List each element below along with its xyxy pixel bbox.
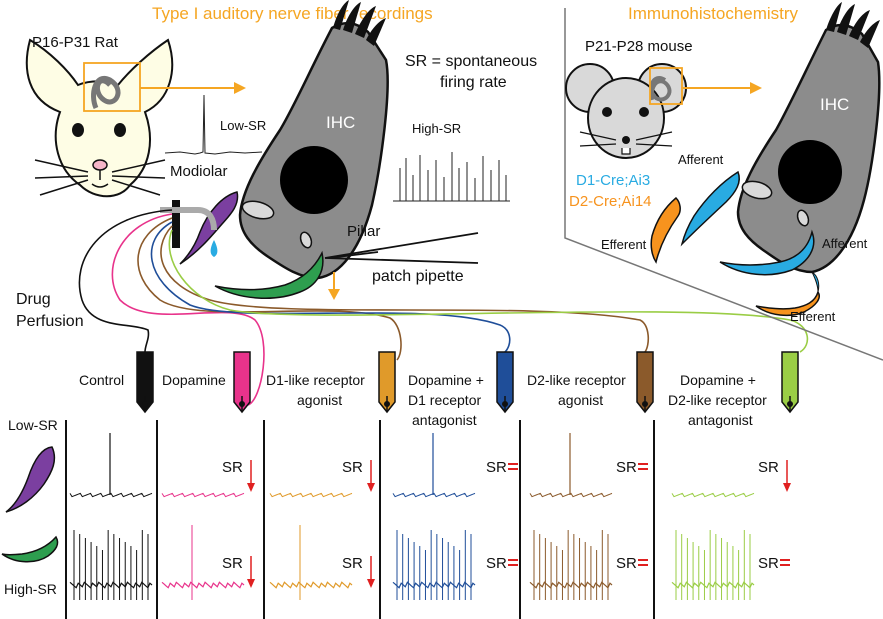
- condition-label-d2-antagonist-line3: antagonist: [688, 412, 753, 428]
- condition-label-d1-antagonist-line1: Dopamine +: [408, 372, 484, 388]
- high-col2-sr-text: SR: [222, 555, 243, 572]
- rat-age-label: P16-P31 Rat: [32, 34, 119, 51]
- syringe-4: [496, 351, 514, 414]
- row-label-high-sr: High-SR: [4, 581, 57, 597]
- drug-perfusion-label-line2: Perfusion: [16, 313, 84, 330]
- mouse-efferent-terminal-1: [650, 196, 681, 264]
- condition-label-d2-antagonist-line2: D2-like receptor: [668, 392, 767, 408]
- high-sr-trace-4: [392, 581, 476, 589]
- mouse-to-cell-arrowhead-icon: [750, 82, 762, 94]
- high-sr-trace-5: [529, 581, 613, 589]
- rat-to-cell-arrowhead-icon: [234, 82, 246, 94]
- syringe-group: [136, 351, 799, 414]
- mouse-afferent-terminal-3: [810, 270, 820, 293]
- trace-group: [69, 433, 755, 600]
- perfusion-drop-icon: [210, 240, 218, 257]
- top-low-sr-label: Low-SR: [220, 118, 266, 133]
- syringe-5: [636, 351, 654, 414]
- high-col2-sr-decrease-arrowhead-icon: [247, 579, 255, 588]
- perfusion-outlet-tube: [160, 207, 217, 231]
- high-sr-trace-6: [671, 581, 755, 589]
- center-ihc-label: IHC: [326, 113, 355, 132]
- low-col6-sr-decrease-arrowhead-icon: [783, 483, 791, 492]
- high-col3-sr-text: SR: [342, 555, 363, 572]
- low-sr-trace-6: [671, 492, 755, 498]
- mouse-efferent-terminal-2: [755, 290, 820, 317]
- condition-label-d2-agonist-line1: D2-like receptor: [527, 372, 626, 388]
- condition-label-dopamine: Dopamine: [162, 372, 226, 388]
- patch-pipette: [324, 232, 479, 264]
- mouse-efferent-label-2: Efferent: [790, 309, 836, 324]
- mouse-panel-border: [564, 8, 883, 361]
- high-sr-trace-2: [161, 581, 245, 589]
- perfusion-manifold: [172, 200, 180, 248]
- mouse-ihc-label: IHC: [820, 95, 849, 114]
- low-sr-trace-2: [161, 492, 245, 498]
- condition-label-d1-agonist-line2: agonist: [297, 392, 342, 408]
- perfusion-lines: [78, 209, 809, 406]
- d1-strain-label: D1-Cre;Ai3: [576, 172, 650, 189]
- high-col4-sr-text: SR: [486, 555, 507, 572]
- low-col6-sr-text: SR: [758, 459, 779, 476]
- low-col2-sr-text: SR: [222, 459, 243, 476]
- low-sr-trace-1: [69, 492, 153, 498]
- low-col3-sr-decrease-arrowhead-icon: [367, 483, 375, 492]
- low-sr-trace-3: [269, 492, 353, 498]
- low-col5-sr-text: SR: [616, 459, 637, 476]
- mouse-efferent-label-1: Efferent: [601, 237, 647, 252]
- row-high-sr-terminal-green: [1, 535, 59, 563]
- syringe-1: [136, 351, 154, 414]
- low-sr-terminal-purple: [179, 191, 239, 265]
- patch-pipette-label: patch pipette: [372, 268, 464, 285]
- high-sr-trace-1: [69, 581, 153, 589]
- syringe-2: [233, 351, 251, 414]
- drug-perfusion-label-line1: Drug: [16, 291, 51, 308]
- sr-indicator-group: SR SR SR SR SR SR SR SR SR SR: [222, 459, 791, 588]
- row-label-low-sr: Low-SR: [8, 417, 58, 433]
- mouse-illustration: [565, 63, 687, 159]
- high-col6-sr-text: SR: [758, 555, 779, 572]
- recordings-title: Type I auditory nerve fiber recordings: [152, 4, 433, 23]
- column-dividers: [65, 420, 655, 619]
- high-sr-terminal-green: [214, 250, 324, 299]
- sr-definition-line2: firing rate: [440, 74, 507, 91]
- mouse-ihc-cell: [736, 2, 881, 274]
- sr-definition-line1: SR = spontaneous: [405, 53, 537, 70]
- top-low-sr-trace: [164, 94, 263, 155]
- condition-label-d1-antagonist-line3: antagonist: [412, 412, 477, 428]
- mouse-afferent-label-2: Afferent: [822, 236, 868, 251]
- d2-strain-label: D2-Cre;Ai14: [569, 193, 652, 210]
- condition-label-d1-antagonist-line2: D1 receptor: [408, 392, 481, 408]
- syringe-3: [378, 351, 396, 414]
- mouse-afferent-terminal-1: [680, 170, 740, 247]
- mouse-age-label: P21-P28 mouse: [585, 38, 693, 55]
- mouse-afferent-terminal-2: [719, 229, 815, 276]
- immunohistochemistry-title: Immunohistochemistry: [628, 4, 799, 23]
- top-high-sr-label: High-SR: [412, 121, 461, 136]
- top-high-sr-trace: [393, 152, 510, 202]
- condition-label-control: Control: [79, 372, 124, 388]
- high-col5-sr-text: SR: [616, 555, 637, 572]
- row-low-sr-terminal-purple: [5, 446, 56, 513]
- recording-ihc-cell: [238, 0, 389, 280]
- condition-label-d2-antagonist-line1: Dopamine +: [680, 372, 756, 388]
- low-sr-trace-4: [392, 492, 476, 498]
- rat-illustration: [25, 38, 174, 198]
- ihc-down-arrowhead-icon: [328, 289, 340, 300]
- low-sr-trace-5: [529, 492, 613, 498]
- low-col4-sr-text: SR: [486, 459, 507, 476]
- condition-label-d1-agonist-line1: D1-like receptor: [266, 372, 365, 388]
- high-sr-trace-3: [269, 581, 353, 589]
- syringe-6: [781, 351, 799, 414]
- low-col3-sr-text: SR: [342, 459, 363, 476]
- modiolar-label: Modiolar: [170, 163, 228, 180]
- mouse-afferent-label-1: Afferent: [678, 152, 724, 167]
- high-col3-sr-decrease-arrowhead-icon: [367, 579, 375, 588]
- condition-label-d2-agonist-line2: agonist: [558, 392, 603, 408]
- low-col2-sr-decrease-arrowhead-icon: [247, 483, 255, 492]
- pillar-label: Pillar: [347, 223, 380, 240]
